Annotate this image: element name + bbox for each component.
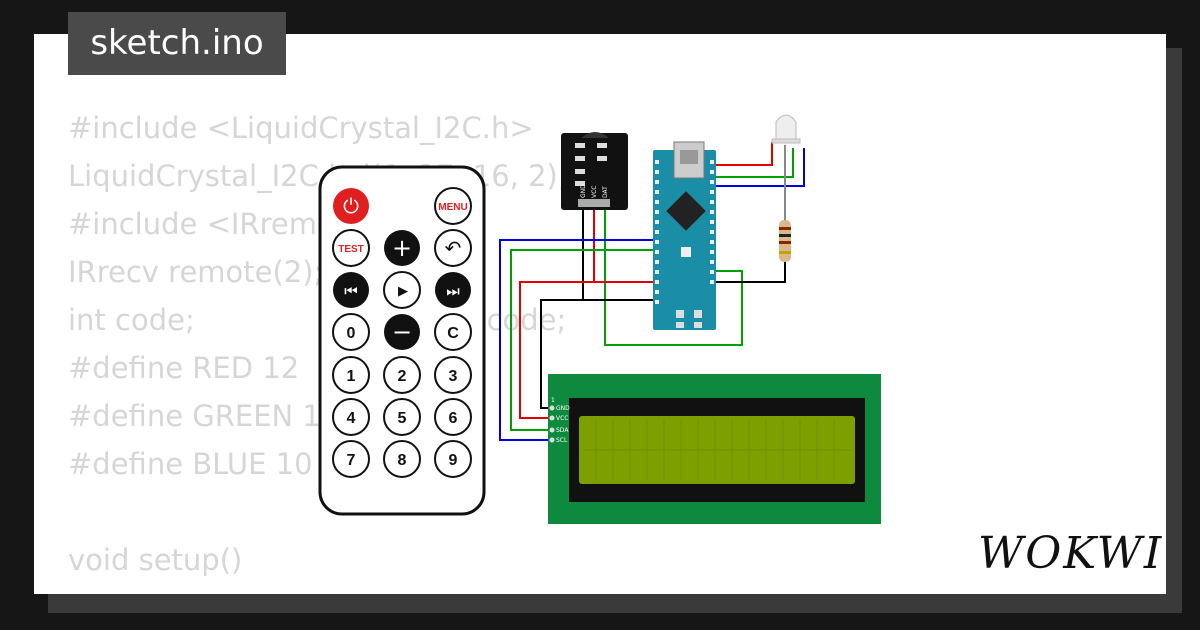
remote-3-button[interactable] [434, 356, 472, 394]
lcd-pin-scl: SCL [556, 437, 568, 444]
lcd-pin-gnd: GND [556, 405, 570, 412]
back-icon: ↶ [445, 236, 462, 260]
lcd-display[interactable]: 1 GND VCC SDA SCL [548, 374, 881, 524]
arduino-nano[interactable] [653, 141, 716, 330]
code-line: #define GREEN 11 [68, 399, 340, 433]
remote-2-button[interactable] [383, 356, 421, 394]
project-card[interactable]: #include <LiquidCrystal_I2C.h> LiquidCry… [34, 34, 1166, 594]
remote-test-button[interactable] [332, 229, 370, 267]
minus-icon: − [392, 318, 412, 346]
wire-lcd-gnd [540, 299, 658, 409]
ir-pin-gnd: GND [580, 184, 587, 198]
lcd-pin-marker: 1 [551, 397, 555, 404]
ir-pin-vcc: VCC [591, 186, 598, 198]
remote-1-button[interactable] [332, 356, 370, 394]
remote-power-button[interactable] [333, 188, 369, 224]
remote-7-button[interactable] [332, 440, 370, 478]
resistor[interactable] [779, 220, 791, 262]
remote-9-button[interactable] [434, 440, 472, 478]
remote-3-label: 3 [449, 368, 458, 385]
wire-ir-dat [604, 205, 743, 346]
test-label: TEST [338, 244, 364, 255]
code-line: #include <LiquidCrystal_I2C.h> [68, 111, 534, 145]
remote-5-label: 5 [398, 410, 407, 427]
file-tab[interactable]: sketch.ino [68, 12, 286, 75]
plus-icon: + [392, 234, 412, 262]
wire-led-blue [716, 148, 805, 187]
remote-9-label: 9 [449, 452, 458, 469]
remote-8-button[interactable] [383, 440, 421, 478]
remote-8-label: 8 [398, 452, 407, 469]
rgb-led[interactable] [771, 114, 801, 144]
code-line: void setup() [68, 543, 243, 577]
remote-0-button[interactable] [332, 313, 370, 351]
remote-back-button[interactable] [434, 229, 472, 267]
remote-1-label: 1 [347, 368, 356, 385]
remote-2-label: 2 [398, 368, 407, 385]
prev-icon: ⏮ [344, 282, 358, 300]
remote-c-label: C [447, 325, 459, 342]
remote-play-button[interactable] [383, 271, 421, 309]
wire-ir-vcc [593, 205, 658, 283]
wire-resistor-gnd [716, 262, 786, 283]
remote-minus-button[interactable] [384, 314, 420, 350]
wokwi-logo: WOKWI [978, 528, 1164, 579]
remote-6-label: 6 [449, 410, 458, 427]
ir-receiver[interactable]: GND VCC DAT [561, 132, 628, 210]
lcd-pin-sda: SDA [556, 427, 569, 434]
remote-4-label: 4 [347, 410, 356, 427]
remote-4-button[interactable] [332, 398, 370, 436]
remote-c-button[interactable] [434, 313, 472, 351]
remote-7-label: 7 [347, 452, 356, 469]
next-icon: ⏭ [446, 282, 460, 300]
remote-menu-button[interactable] [434, 187, 472, 225]
remote-next-button[interactable] [435, 272, 471, 308]
wire-led-green [716, 148, 794, 178]
ir-pin-dat: DAT [602, 186, 609, 198]
code-line: { [68, 591, 86, 594]
wire-led-red [716, 142, 773, 166]
wires [499, 142, 805, 441]
remote-prev-button[interactable] [333, 272, 369, 308]
remote-plus-button[interactable] [384, 230, 420, 266]
lcd-pin-vcc: VCC [556, 415, 568, 422]
code-line: #define RED 12 [68, 351, 300, 385]
remote-6-button[interactable] [434, 398, 472, 436]
power-icon: ⏻ [343, 194, 359, 218]
menu-label: MENU [438, 202, 467, 213]
remote-0-label: 0 [347, 325, 356, 342]
code-line: #define BLUE 10 [68, 447, 313, 481]
play-icon: ▶ [398, 284, 408, 299]
wire-lcd-sda [510, 249, 658, 431]
ir-remote[interactable]: ⏻ MENU TEST + ↶ ⏮ ▶ ⏭ 0 − C 1 2 3 4 5 [318, 165, 486, 516]
code-preview: #include <LiquidCrystal_I2C.h> LiquidCry… [68, 104, 568, 594]
remote-5-button[interactable] [383, 398, 421, 436]
wire-lcd-vcc [519, 281, 658, 419]
wire-lcd-scl [499, 239, 658, 441]
code-line: IRrecv remote(2); [68, 255, 324, 289]
